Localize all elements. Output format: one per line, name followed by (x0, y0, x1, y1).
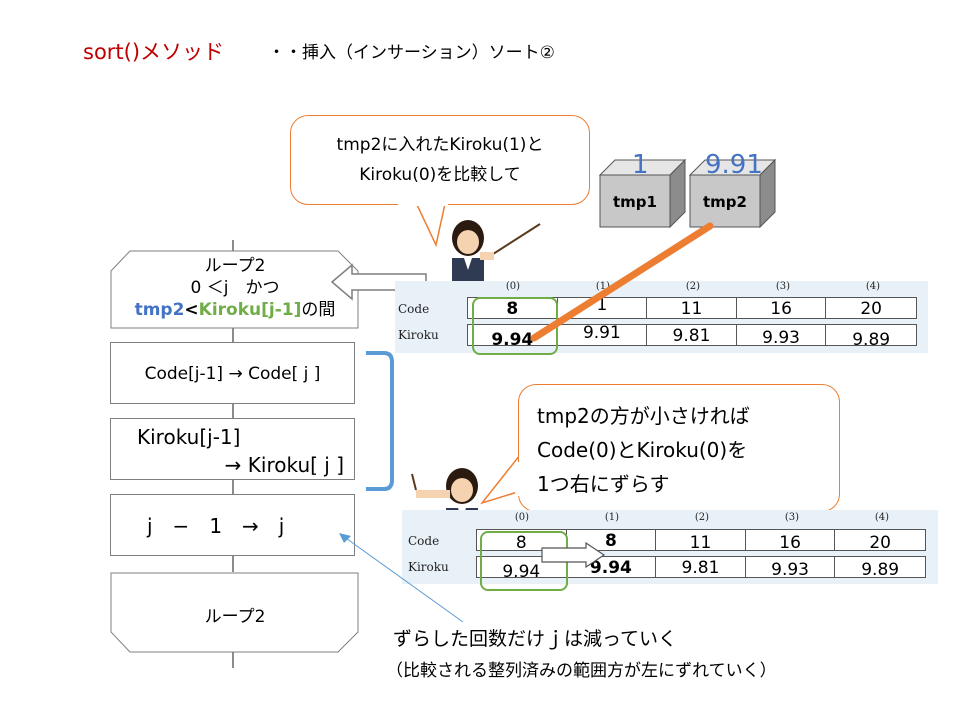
table-top-code-row: 8 1 11 16 20 (467, 297, 917, 319)
loop-start-line3: tmp2<Kiroku[j-1]の間 (110, 299, 360, 321)
tmp2-label: tmp2 (703, 193, 747, 211)
slide-subtitle: ・・挿入（インサーション）ソート② (268, 43, 555, 63)
step-kiroku-line1: Kiroku[j-1] (137, 425, 241, 449)
bracket-icon (366, 351, 394, 491)
table-bottom-index: (2) (694, 512, 710, 523)
callout-mid-line3: 1つ右にずらす (537, 472, 670, 496)
loop-cond-tmp2: tmp2 (134, 300, 185, 320)
orange-link-line (530, 222, 714, 342)
loop-start-shape (110, 250, 359, 329)
table-bottom-row-kiroku-label: Kiroku (408, 560, 449, 574)
table-top-code-cell: 1 (558, 297, 648, 318)
table-top-kiroku-cell: 9.91 (558, 325, 648, 345)
table-bottom-row-code-label: Code (408, 534, 440, 548)
table-bottom-code-cell: 20 (869, 533, 891, 553)
loop-cond-end: の間 (301, 300, 336, 320)
fc-connector-1 (232, 240, 234, 252)
step-kiroku-line2: → Kiroku[ j ] (224, 453, 344, 477)
table-top-kiroku-cell: 9.93 (737, 325, 827, 348)
loop-start-line1: ループ2 (204, 256, 266, 276)
table-top-row-kiroku-label: Kiroku (398, 328, 439, 342)
tmp2-cube (688, 158, 777, 229)
callout-mid-line1: tmp2の方が小さければ (537, 404, 750, 428)
table-top-index: (1) (595, 281, 611, 292)
table-top-kiroku-cell: 9.81 (647, 325, 737, 346)
table-bottom-index: (1) (604, 512, 620, 523)
fc-connector-4 (232, 480, 234, 494)
table-top-index: (0) (505, 281, 521, 292)
step-j-decrement: j − 1 → j (110, 494, 355, 556)
fc-connector-5 (232, 556, 234, 572)
step-kiroku-shift: Kiroku[j-1] → Kiroku[ j ] (110, 418, 355, 480)
note-line2: （比較される整列済みの範囲方が左にずれていく） (386, 661, 777, 681)
tmp1-cube (598, 158, 687, 229)
fc-connector-2 (232, 328, 234, 342)
table-bottom-code-cell: 11 (656, 530, 746, 553)
table-bottom-kiroku-cell: 9.93 (746, 557, 836, 580)
table-bottom-kiroku-cell: 9.94 (567, 557, 657, 578)
fc-connector-6 (232, 652, 234, 668)
callout-top-line1: tmp2に入れたKiroku(1)と (336, 135, 544, 155)
step-code-shift-text: Code[j-1] → Code[ j ] (144, 364, 321, 384)
table-top-index: (4) (865, 281, 881, 292)
loop-start-line2: 0 ＜j かつ (190, 278, 280, 298)
fc-connector-3 (232, 404, 234, 418)
table-top-code-cell: 16 (737, 298, 827, 319)
callout-top-line2: Kiroku(0)を比較して (359, 165, 521, 185)
step-code-shift: Code[j-1] → Code[ j ] (110, 342, 355, 404)
teacher-top-icon (452, 220, 541, 284)
table-top-kiroku-row: 9.94 9.91 9.81 9.93 9.89 (467, 324, 917, 350)
table-bottom-index: (4) (874, 512, 890, 523)
loop-start-text: ループ2 0 ＜j かつ tmp2<Kiroku[j-1]の間 (110, 255, 360, 321)
callout-top: tmp2に入れたKiroku(1)と Kiroku(0)を比較して (290, 115, 590, 205)
table-bottom-code-cell: 16 (746, 530, 836, 553)
table-bottom-kiroku-cell: 9.81 (656, 557, 746, 578)
table-top-index: (3) (775, 281, 791, 292)
loop-end-shape (110, 572, 359, 653)
loop-cond-kiroku: Kiroku[j-1] (198, 300, 302, 320)
table-bottom-index: (3) (784, 512, 800, 523)
table-top-row-code-label: Code (398, 302, 430, 316)
right-shift-arrow-icon (541, 542, 606, 568)
tmp2-value: 9.91 (705, 150, 763, 180)
table-bottom-index: (0) (514, 512, 530, 523)
step-j-text: j − 1 → j (147, 514, 285, 538)
slide-title: sort()メソッド (83, 40, 225, 64)
table-top-code-cell: 11 (647, 298, 737, 319)
note-pointer-line (339, 533, 464, 623)
tmp1-value: 1 (632, 150, 649, 180)
table-top-index: (2) (685, 281, 701, 292)
table-top-code-cell: 20 (860, 299, 882, 319)
table-bottom-code-cell: 8 (567, 530, 657, 551)
loop-cond-lt: < (184, 300, 199, 320)
tmp1-label: tmp1 (613, 193, 657, 211)
table-bottom-kiroku-cell: 9.89 (861, 560, 900, 580)
loop-end-label: ループ2 (204, 607, 266, 627)
note-line1: ずらした回数だけｊは減っていく (393, 628, 678, 650)
tmp-cubes (598, 158, 777, 229)
table-top-kiroku-cell: 9.89 (852, 330, 891, 350)
callout-mid-line2: Code(0)とKiroku(0)を (537, 438, 748, 462)
callout-mid: tmp2の方が小さければ Code(0)とKiroku(0)を 1つ右にずらす (518, 384, 840, 512)
